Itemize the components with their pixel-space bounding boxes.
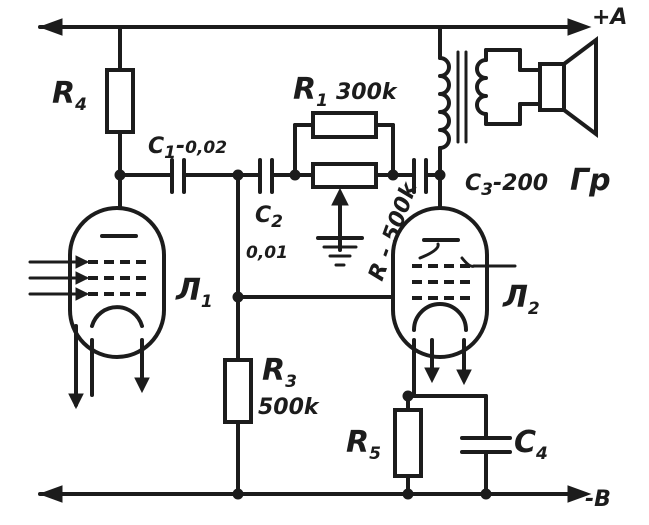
positive-rail-label: +A [592,5,627,30]
r3-label: R3 [262,353,297,392]
junction-dot [402,488,414,500]
resistor-r5 [393,394,423,496]
l1-label: Л1 [175,273,213,312]
vacuum-tube-l2 [391,206,517,397]
c4-label: C4 [514,425,548,464]
resistor-r1 [293,111,395,177]
l2-label: Л2 [502,280,540,319]
c1-label: C1-0,02 [148,134,227,163]
resistor-r4 [105,25,135,214]
negative-rail [38,485,592,503]
resistor-r3 [223,295,253,496]
r5-label: R5 [346,425,381,464]
positive-rail [38,18,592,36]
c2-value: 0,01 [246,243,288,263]
ground-symbol [316,236,364,267]
r3-value: 500k [258,395,320,420]
c3-label: C3-200 [465,171,548,200]
r4-label: R4 [52,76,87,115]
vacuum-tube-l1 [28,206,166,410]
capacitor-c1 [118,158,240,194]
junction-dot [232,488,244,500]
potentiometer-r2 [293,162,395,252]
capacitor-c4 [460,394,512,496]
speaker-label: Гр [570,163,611,198]
output-transformer [438,25,522,212]
negative-rail-label: -B [585,487,611,512]
c2-label: C2 [255,203,283,232]
junction-dot [480,488,492,500]
capacitor-c2 [236,158,297,194]
speaker-icon [518,36,598,138]
